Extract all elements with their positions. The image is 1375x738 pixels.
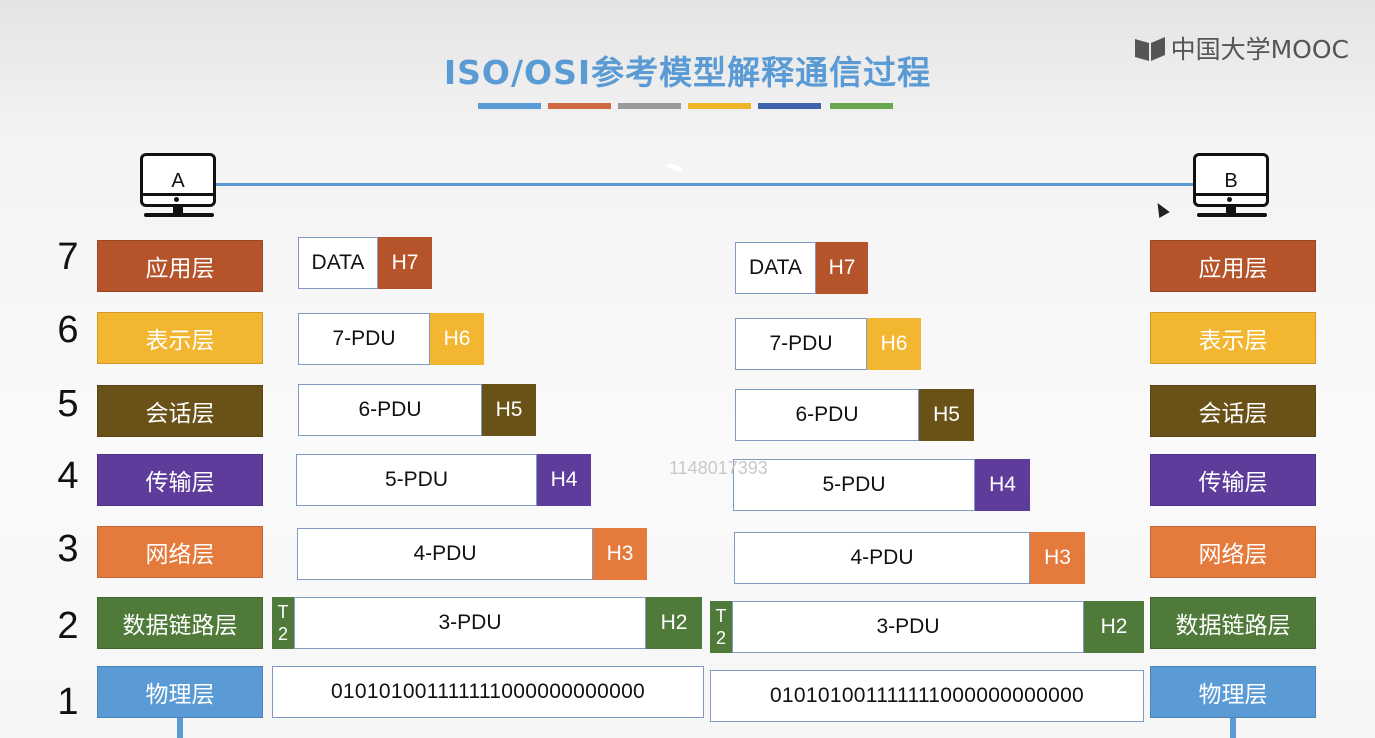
logo-text: 中国大学MOOC bbox=[1170, 35, 1349, 64]
layer-number: 6 bbox=[57, 309, 79, 351]
mouse-cursor-icon bbox=[1152, 199, 1170, 219]
computer-icon: A bbox=[140, 153, 216, 207]
right-layer-session: 会话层 bbox=[1150, 385, 1316, 437]
left-layer-datalink: 数据链路层 bbox=[97, 597, 263, 649]
diagram-title: ISO/OSI参考模型解释通信过程 bbox=[443, 53, 932, 92]
left-pdu-layer5: 6-PDU H5 bbox=[298, 384, 536, 436]
title-bar-orange bbox=[548, 103, 611, 109]
pdu-header: H7 bbox=[378, 237, 432, 289]
left-layer-network: 网络层 bbox=[97, 526, 263, 578]
host-b-label: B bbox=[1224, 170, 1238, 192]
pdu-body: DATA bbox=[298, 237, 378, 289]
right-layer-datalink: 数据链路层 bbox=[1150, 597, 1316, 649]
right-bitstream: 010101001111111000000000000 bbox=[710, 670, 1144, 722]
host-a: A bbox=[140, 153, 216, 219]
pdu-trailer: T 2 bbox=[272, 597, 294, 649]
right-layer-application: 应用层 bbox=[1150, 240, 1316, 292]
title-bar-blue bbox=[478, 103, 541, 109]
left-layer-session: 会话层 bbox=[97, 385, 263, 437]
left-pdu-layer3: 4-PDU H3 bbox=[297, 528, 647, 580]
left-pdu-layer6: 7-PDU H6 bbox=[298, 313, 484, 365]
right-layer-physical: 物理层 bbox=[1150, 666, 1316, 718]
left-pdu-layer7: DATA H7 bbox=[298, 237, 432, 289]
pdu-body: 7-PDU bbox=[298, 313, 430, 365]
left-bitstream: 010101001111111000000000000 bbox=[272, 666, 704, 718]
layer-number: 3 bbox=[57, 528, 79, 570]
pdu-body: 5-PDU bbox=[733, 459, 975, 511]
pdu-body: 4-PDU bbox=[734, 532, 1030, 584]
pdu-body: 6-PDU bbox=[735, 389, 919, 441]
layer-number: 4 bbox=[57, 455, 79, 497]
computer-icon: B bbox=[1193, 153, 1269, 207]
pdu-body: DATA bbox=[735, 242, 816, 294]
left-layer-application: 应用层 bbox=[97, 240, 263, 292]
decorative-mark bbox=[666, 162, 684, 173]
right-pdu-layer5: 6-PDU H5 bbox=[735, 389, 974, 441]
pdu-header: H2 bbox=[1084, 601, 1144, 653]
pdu-body: 3-PDU bbox=[732, 601, 1084, 653]
right-layer-presentation: 表示层 bbox=[1150, 312, 1316, 364]
left-layer-transport: 传输层 bbox=[97, 454, 263, 506]
right-layer-network: 网络层 bbox=[1150, 526, 1316, 578]
right-pdu-layer6: 7-PDU H6 bbox=[735, 318, 921, 370]
title-bar-gray bbox=[618, 103, 681, 109]
left-layer-presentation: 表示层 bbox=[97, 312, 263, 364]
layer-number: 7 bbox=[57, 236, 79, 278]
network-link-line bbox=[215, 183, 1195, 186]
book-icon bbox=[1134, 37, 1165, 61]
title-bar-navy bbox=[758, 103, 821, 109]
pdu-header: H5 bbox=[919, 389, 974, 441]
pdu-header: H7 bbox=[816, 242, 868, 294]
pdu-header: H3 bbox=[1030, 532, 1085, 584]
host-a-label: A bbox=[171, 170, 185, 192]
left-pdu-layer2: T 2 3-PDU H2 bbox=[272, 597, 702, 649]
pdu-header: H2 bbox=[646, 597, 702, 649]
right-layer-transport: 传输层 bbox=[1150, 454, 1316, 506]
left-medium-stem bbox=[177, 718, 183, 738]
pdu-header: H4 bbox=[537, 454, 591, 506]
left-layer-physical: 物理层 bbox=[97, 666, 263, 718]
right-pdu-layer2: T 2 3-PDU H2 bbox=[710, 601, 1144, 653]
left-pdu-layer4: 5-PDU H4 bbox=[296, 454, 591, 506]
pdu-body: 3-PDU bbox=[294, 597, 646, 649]
layer-number: 1 bbox=[57, 681, 79, 723]
title-bar-yellow bbox=[688, 103, 751, 109]
pdu-body: 7-PDU bbox=[735, 318, 867, 370]
pdu-body: 4-PDU bbox=[297, 528, 593, 580]
layer-number: 2 bbox=[57, 605, 79, 647]
right-pdu-layer4: 5-PDU H4 bbox=[733, 459, 1030, 511]
pdu-body: 6-PDU bbox=[298, 384, 482, 436]
pdu-header: H3 bbox=[593, 528, 647, 580]
pdu-body: 5-PDU bbox=[296, 454, 537, 506]
right-pdu-layer7: DATA H7 bbox=[735, 242, 868, 294]
pdu-header: H4 bbox=[975, 459, 1030, 511]
pdu-header: H6 bbox=[867, 318, 921, 370]
watermark: 1148017393 bbox=[669, 458, 768, 478]
pdu-header: H6 bbox=[430, 313, 484, 365]
pdu-trailer: T 2 bbox=[710, 601, 732, 653]
mooc-logo: 中国大学MOOC bbox=[1133, 30, 1349, 66]
pdu-header: H5 bbox=[482, 384, 536, 436]
layer-number: 5 bbox=[57, 383, 79, 425]
title-bar-green bbox=[830, 103, 893, 109]
right-medium-stem bbox=[1230, 718, 1236, 738]
host-b: B bbox=[1193, 153, 1269, 219]
right-pdu-layer3: 4-PDU H3 bbox=[734, 532, 1085, 584]
